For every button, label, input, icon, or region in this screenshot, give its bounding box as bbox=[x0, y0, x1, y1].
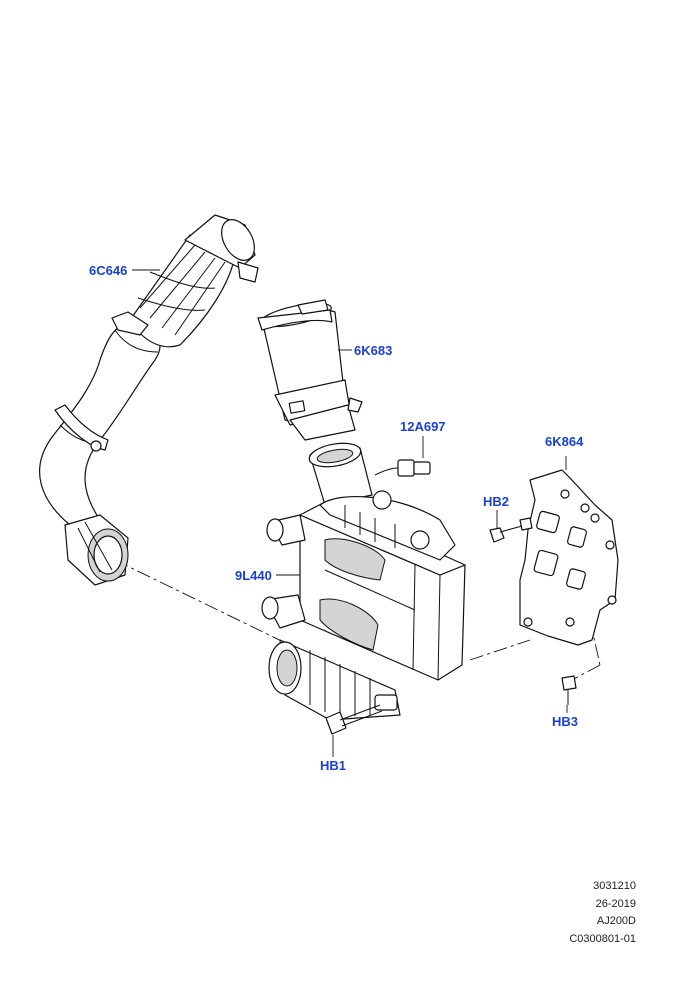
callout-HB1[interactable]: HB1 bbox=[320, 758, 346, 773]
intake-hose-icon[interactable] bbox=[39, 214, 262, 586]
reference-line-1: 3031210 bbox=[593, 880, 636, 892]
bolt-icon[interactable] bbox=[561, 675, 577, 713]
bracket-icon[interactable] bbox=[519, 469, 619, 646]
outlet-pipe-icon[interactable] bbox=[257, 299, 363, 441]
intercooler-icon[interactable] bbox=[261, 440, 466, 721]
callout-6C646[interactable]: 6C646 bbox=[89, 263, 127, 278]
reference-line-2: 26-2019 bbox=[595, 897, 636, 910]
reference-line-4: C0300801-01 bbox=[569, 932, 636, 945]
callout-HB3[interactable]: HB3 bbox=[552, 714, 578, 729]
drawing-reference: 3031210 26-2019 AJ200D C0300801-01 bbox=[516, 878, 636, 948]
bolt-icon[interactable] bbox=[489, 510, 523, 543]
sensor-icon[interactable] bbox=[374, 436, 431, 477]
callout-9L440[interactable]: 9L440 bbox=[235, 568, 272, 583]
callout-6K683[interactable]: 6K683 bbox=[354, 343, 392, 358]
callout-HB2[interactable]: HB2 bbox=[483, 494, 509, 509]
callout-12A697[interactable]: 12A697 bbox=[400, 419, 446, 434]
reference-line-3: AJ200D bbox=[596, 915, 636, 927]
bolt-icon[interactable] bbox=[325, 704, 383, 757]
callout-6K864[interactable]: 6K864 bbox=[545, 434, 584, 449]
